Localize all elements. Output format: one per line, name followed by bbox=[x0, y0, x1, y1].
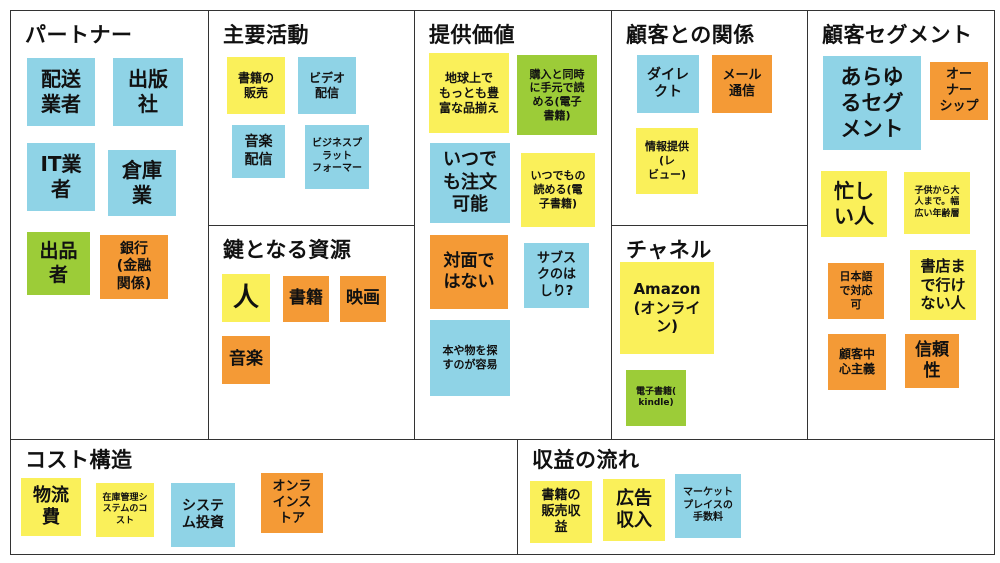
section-title-customer-segments: 顧客セグメント bbox=[822, 23, 973, 47]
sticky-note: 信頼 性 bbox=[905, 334, 959, 388]
sticky-note: 映画 bbox=[340, 276, 386, 322]
sticky-note: 書籍 bbox=[283, 276, 329, 322]
section-title-customer-relationships: 顧客との関係 bbox=[626, 23, 755, 47]
sticky-note: 出品 者 bbox=[27, 232, 90, 295]
sticky-note: メール 通信 bbox=[712, 55, 772, 113]
section-title-key-activities: 主要活動 bbox=[223, 23, 309, 47]
section-key-resources: 鍵となる資源 bbox=[208, 225, 415, 440]
sticky-note: ビジネスプ ラット フォーマー bbox=[305, 125, 369, 189]
sticky-note: 広告 収入 bbox=[603, 479, 665, 541]
sticky-note: 書店ま で行け ない人 bbox=[910, 250, 976, 320]
sticky-note: サブス クのは しり? bbox=[524, 243, 589, 308]
sticky-note: ダイレ クト bbox=[637, 55, 699, 113]
sticky-note: 音楽 bbox=[222, 336, 270, 384]
sticky-note: 本や物を探 すのが容易 bbox=[430, 320, 510, 396]
sticky-note: ビデオ 配信 bbox=[298, 57, 356, 114]
sticky-note: 銀行 (金融 関係) bbox=[100, 235, 168, 299]
sticky-note: オー ナー シップ bbox=[930, 62, 988, 120]
sticky-note: オンラ インス トア bbox=[261, 473, 323, 533]
sticky-note: いつで も注文 可能 bbox=[430, 143, 510, 223]
sticky-note: Amazon (オンライ ン) bbox=[620, 262, 714, 354]
sticky-note: いつでもの 読める(電 子書籍) bbox=[521, 153, 595, 227]
section-title-revenue-streams: 収益の流れ bbox=[532, 448, 640, 472]
sticky-note: 電子書籍( kindle) bbox=[626, 370, 686, 426]
sticky-note: 倉庫 業 bbox=[108, 150, 176, 216]
section-key-activities: 主要活動 bbox=[208, 10, 415, 226]
sticky-note: 出版 社 bbox=[113, 58, 183, 126]
sticky-note: 日本語 で対応 可 bbox=[828, 263, 884, 319]
sticky-note: システ ム投資 bbox=[171, 483, 235, 547]
sticky-note: 人 bbox=[222, 274, 270, 322]
section-title-value-propositions: 提供価値 bbox=[429, 23, 515, 47]
section-revenue-streams: 収益の流れ bbox=[517, 439, 995, 555]
sticky-note: 配送 業者 bbox=[27, 58, 95, 126]
sticky-note: 在庫管理シ ステムのコ スト bbox=[96, 483, 154, 537]
sticky-note: 書籍の 販売収 益 bbox=[530, 481, 592, 543]
sticky-note: 音楽 配信 bbox=[232, 125, 285, 178]
sticky-note: IT業 者 bbox=[27, 143, 95, 211]
sticky-note: 物流 費 bbox=[21, 478, 81, 536]
sticky-note: 対面で はない bbox=[430, 235, 508, 309]
sticky-note: 購入と同時 に手元で読 める(電子 書籍) bbox=[517, 55, 597, 135]
sticky-note: 地球上で もっとも豊 富な品揃え bbox=[429, 53, 509, 133]
section-title-channels: チャネル bbox=[626, 238, 712, 262]
sticky-note: 子供から大 人まで。幅 広い年齢層 bbox=[904, 172, 970, 234]
sticky-note: 顧客中 心主義 bbox=[828, 334, 886, 390]
section-title-cost-structure: コスト構造 bbox=[25, 448, 133, 472]
sticky-note: 書籍の 販売 bbox=[227, 57, 285, 114]
sticky-note: あらゆ るセグ メント bbox=[823, 56, 921, 150]
section-title-key-resources: 鍵となる資源 bbox=[223, 238, 352, 262]
section-title-partners: パートナー bbox=[25, 23, 133, 47]
sticky-note: マーケット プレイスの 手数料 bbox=[675, 474, 741, 538]
sticky-note: 情報提供 (レ ビュー) bbox=[636, 128, 698, 194]
sticky-note: 忙し い人 bbox=[821, 171, 887, 237]
